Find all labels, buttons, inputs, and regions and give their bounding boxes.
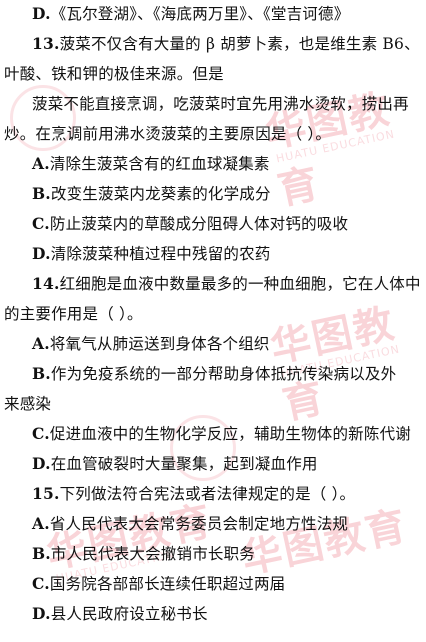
watermark-logo: 华图教育 (237, 502, 412, 583)
question-13-line: 13.菠菜不仅含有大量的 β 胡萝卜素，也是维生素 B6、 (32, 34, 420, 53)
option-d-line: D.在血管破裂时大量聚集，起到凝血作用 (32, 454, 318, 473)
question-13-continued: 叶酸、铁和钾的极佳来源。但是 (4, 65, 224, 83)
question-13-paragraph: 菠菜不能直接烹调，吃菠菜时宜先用沸水烫软，捞出再 (32, 95, 409, 113)
option-d-line: D.县人民政府设立秘书长 (32, 604, 208, 623)
option-b-continued: 来感染 (4, 395, 52, 413)
question-14-line: 14.红细胞是血液中数量最多的一种血细胞，它在人体中 (32, 274, 421, 293)
option-a-line: A.清除生菠菜含有的红血球凝集素 (32, 154, 270, 173)
question-13-stem-end: 炒。在烹调前用沸水烫菠菜的主要原因是（ ）。 (4, 125, 332, 143)
option-a-line: A.省人民代表大会常务委员会制定地方性法规 (32, 514, 349, 533)
question-14-stem-end: 的主要作用是（ ）。 (4, 305, 143, 323)
option-c-line: C.促进血液中的生物化学反应，辅助生物体的新陈代谢 (32, 424, 411, 443)
option-d-line: D.清除菠菜种植过程中残留的农药 (32, 244, 271, 263)
option-c-line: C.防止菠菜内的草酸成分阻碍人体对钙的吸收 (32, 214, 349, 233)
option-b-line: B.改变生菠菜内龙葵素的化学成分 (32, 184, 271, 203)
option-b-line: B.市人民代表大会撤销市长职务 (32, 544, 256, 563)
option-a-line: A.将氧气从肺运送到身体各个组织 (32, 334, 270, 353)
option-c-line: C.国务院各部部长连续任职超过两届 (32, 574, 286, 593)
option-b-line: B.作为免疫系统的一部分帮助身体抵抗传染病以及外 (32, 364, 397, 383)
question-15-line: 15.下列做法符合宪法或者法律规定的是（ ）。 (32, 484, 356, 503)
option-d-line: D.《瓦尔登湖》、《海底两万里》、《堂吉诃德》 (32, 4, 350, 23)
